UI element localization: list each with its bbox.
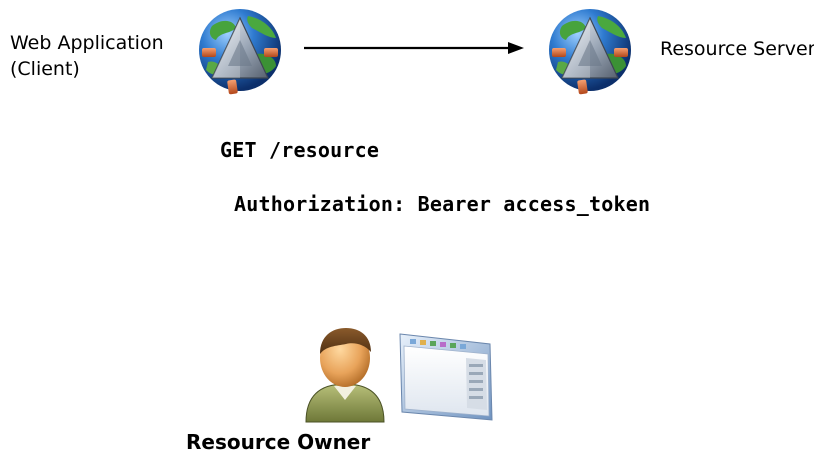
http-request-line: GET /resource <box>220 138 380 162</box>
right-arrow-icon <box>304 42 524 54</box>
user-icon <box>305 328 385 423</box>
http-auth-header: Authorization: Bearer access_token <box>234 192 651 216</box>
server-label: Resource Server <box>660 38 814 60</box>
globe-server-icon <box>199 9 281 95</box>
resource-owner-label: Resource Owner <box>186 430 371 454</box>
browser-window-icon <box>399 333 493 421</box>
client-label-line2: (Client) <box>10 58 80 80</box>
client-label-line1: Web Application <box>10 32 164 54</box>
globe-server-icon <box>549 9 631 95</box>
client-label: Web Application (Client) <box>10 30 164 82</box>
